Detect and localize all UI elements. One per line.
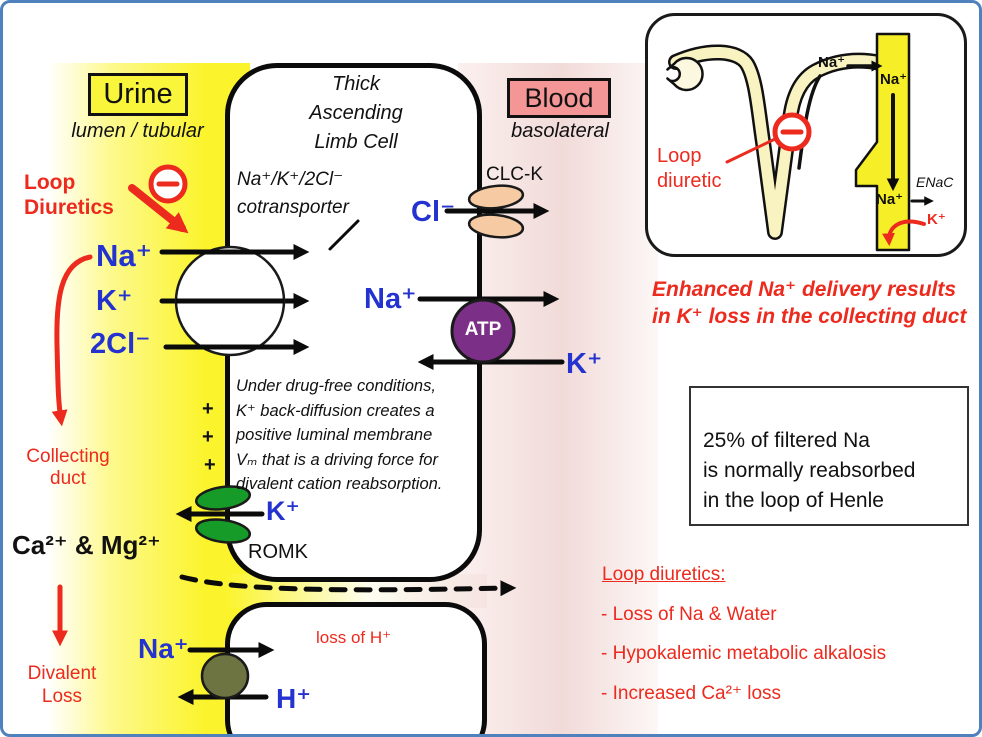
effects-title: Loop diuretics: bbox=[602, 564, 726, 585]
membrane-plus-sign-2: + bbox=[202, 426, 214, 448]
inset-caption: Enhanced Na⁺ delivery results in K⁺ loss… bbox=[652, 278, 967, 328]
clck-label: CLC-K bbox=[486, 164, 544, 185]
collecting-duct-label: Collecting duct bbox=[26, 446, 110, 489]
enac-label: ENaC bbox=[916, 174, 954, 190]
membrane-plus-sign-1: + bbox=[202, 398, 214, 420]
blood-k-ion: K⁺ bbox=[566, 348, 603, 380]
romk-label: ROMK bbox=[248, 541, 308, 563]
atp-label: ATP bbox=[464, 319, 502, 340]
bottom-na-ion: Na⁺ bbox=[138, 633, 189, 664]
membrane-plus-sign-3: + bbox=[204, 454, 216, 476]
effects-list: - Loss of Na & Water - Hypokalemic metab… bbox=[601, 604, 886, 722]
effect-item-3: - Increased Ca²⁺ loss bbox=[601, 683, 782, 704]
urine-sublabel: lumen / tubular bbox=[71, 120, 204, 142]
cotransporter-label: Na⁺/K⁺/2Cl⁻ cotransporter bbox=[237, 169, 349, 218]
romk-k-ion: K⁺ bbox=[266, 496, 300, 526]
effect-item-1: - Loss of Na & Water bbox=[601, 604, 777, 625]
loop-diuretics-label: Loop Diuretics bbox=[24, 171, 114, 219]
bottom-h-ion: H⁺ bbox=[276, 683, 311, 714]
downstream-cell bbox=[225, 602, 487, 737]
divalent-loss-label: Divalent Loss bbox=[27, 663, 97, 707]
blood-sublabel: basolateral bbox=[511, 120, 609, 142]
loss-of-h-label: loss of H⁺ bbox=[316, 628, 392, 647]
cell-na-ion: Na⁺ bbox=[364, 283, 417, 315]
effect-item-2: - Hypokalemic metabolic alkalosis bbox=[601, 643, 887, 664]
info-box-text: 25% of filtered Na is normally reabsorbe… bbox=[703, 429, 916, 512]
inset-k-label: K⁺ bbox=[927, 211, 946, 228]
blood-band bbox=[458, 63, 658, 737]
inset-loop-diuretic-label: Loop diuretic bbox=[657, 145, 722, 192]
lumen-2cl-ion: 2Cl⁻ bbox=[90, 328, 151, 360]
blood-label-box: Blood bbox=[507, 78, 611, 118]
urine-label-box: Urine bbox=[88, 73, 188, 116]
nephron-inset-box bbox=[645, 13, 967, 257]
divalent-ions-label: Ca²⁺ & Mg²⁺ bbox=[12, 530, 161, 560]
inset-na3-label: Na⁺ bbox=[876, 191, 904, 208]
inset-na2-label: Na⁺ bbox=[880, 71, 908, 88]
info-box: 25% of filtered Na is normally reabsorbe… bbox=[689, 386, 969, 526]
lumen-k-ion: K⁺ bbox=[96, 285, 133, 317]
urine-label: Urine bbox=[103, 78, 173, 110]
blood-label: Blood bbox=[524, 83, 594, 113]
cell-note: Under drug-free conditions, K⁺ back-diff… bbox=[236, 377, 443, 493]
cell-cl-ion: Cl⁻ bbox=[411, 196, 456, 228]
inset-na1-label: Na⁺ bbox=[818, 54, 846, 71]
cell-title: Thick Ascending Limb Cell bbox=[309, 73, 403, 153]
lumen-na-ion: Na⁺ bbox=[96, 238, 152, 273]
